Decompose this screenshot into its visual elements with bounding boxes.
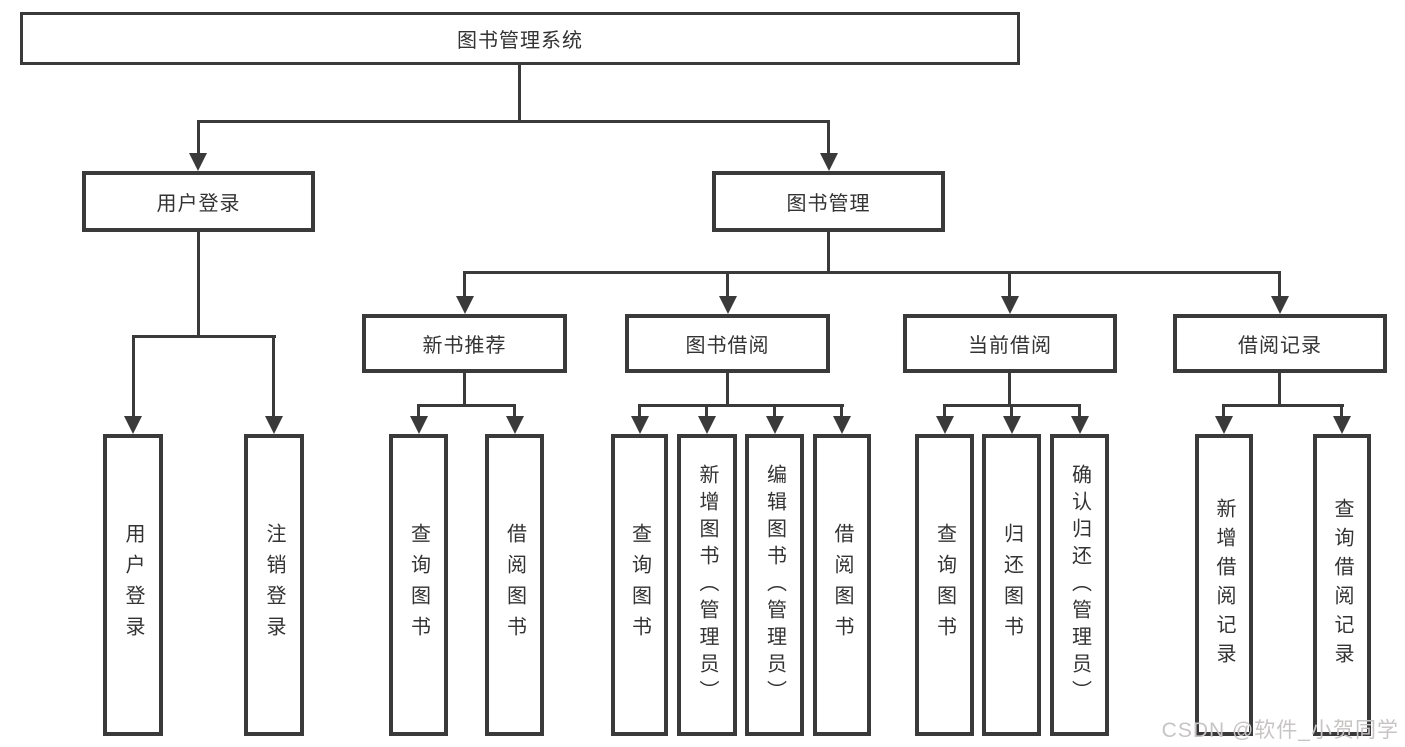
leaf-cur-query-label: 查询图书 [933,523,956,647]
connector-borrow-bus [638,404,844,407]
connector-cur-confirm-drop [1078,404,1081,418]
arrow-to-records [1271,296,1289,314]
arrow-to-new-rec [456,296,474,314]
connector-cur-return-drop [1010,404,1013,418]
arrow-to-current [1001,296,1019,314]
arrow-to-cur-return [1003,416,1021,434]
leaf-rec-query: 查询图书 [389,434,448,736]
leaf-rec-query-label: 查询图书 [407,523,430,647]
arrow-to-rec-borrow [506,416,524,434]
connector-bor-add-drop [705,404,708,418]
arrow-to-bor-edit [766,416,784,434]
arrow-to-cur-query [936,416,954,434]
connector-records-drop [1278,271,1281,298]
arrow-to-bor-borrow [833,416,851,434]
connector-new-rec-drop [463,271,466,298]
connector-bor-query-drop [638,404,641,418]
node-borrow-label: 图书借阅 [685,335,770,357]
leaf-rc-add-label: 新增借阅记录 [1213,498,1235,672]
leaf-bor-add: 新增图书（管理员） [677,434,737,736]
leaf-bor-borrow: 借阅图书 [813,434,871,736]
arrow-to-user-login [189,153,207,171]
connector-book-mgmt-drop [827,120,830,156]
arrow-to-rc-add [1215,416,1233,434]
leaf-bor-edit-label: 编辑图书（管理员） [763,463,786,707]
connector-user-login-stem [197,232,200,335]
connector-borrow-drop [726,271,729,298]
connector-root-bus [197,120,830,123]
arrow-to-book-mgmt [820,153,838,171]
leaf-bor-borrow-label: 借阅图书 [831,523,853,647]
connector-leaf-logout-drop [272,335,275,418]
arrow-to-leaf-login [124,416,142,434]
leaf-cur-confirm-label: 确认归还（管理员） [1068,463,1091,707]
leaf-bor-query: 查询图书 [611,434,668,736]
connector-rec-query-drop [417,404,420,418]
leaf-rc-add: 新增借阅记录 [1195,434,1253,736]
leaf-rec-borrow: 借阅图书 [485,434,544,736]
node-records: 借阅记录 [1173,314,1387,373]
leaf-bor-add-label: 新增图书（管理员） [696,463,718,707]
connector-leaf-login-drop [132,335,135,418]
leaf-cur-return-label: 归还图书 [1000,523,1023,647]
arrow-to-leaf-logout [265,416,283,434]
connector-rec-borrow-drop [513,404,516,418]
connector-current-drop [1008,271,1011,298]
connector-book-mgmt-stem [827,232,830,271]
leaf-cur-confirm: 确认归还（管理员） [1050,434,1109,736]
connector-bor-borrow-drop [840,404,843,418]
connector-current-stem [1008,373,1011,404]
arrow-to-bor-query [631,416,649,434]
arrow-to-rc-query [1333,416,1351,434]
node-new-rec: 新书推荐 [362,314,567,373]
arrow-to-bor-add [698,416,716,434]
connector-user-login-drop [197,120,200,156]
leaf-logout: 注销登录 [244,434,304,736]
connector-bor-edit-drop [773,404,776,418]
connector-borrow-stem [726,373,729,404]
node-root: 图书管理系统 [20,12,1020,65]
leaf-rc-query-label: 查询借阅记录 [1331,498,1353,672]
node-user-login-label: 用户登录 [156,193,241,215]
connector-book-mgmt-bus [463,271,1281,274]
node-user-login: 用户登录 [82,171,315,232]
node-new-rec-label: 新书推荐 [422,335,507,357]
arrow-to-rec-query [410,416,428,434]
node-current-label: 当前借阅 [968,335,1052,357]
connector-cur-query-drop [943,404,946,418]
node-book-mgmt: 图书管理 [712,171,945,232]
node-current: 当前借阅 [903,314,1117,373]
leaf-bor-edit: 编辑图书（管理员） [745,434,804,736]
connector-records-bus [1222,404,1344,407]
connector-new-rec-stem [463,373,466,404]
arrow-to-cur-confirm [1071,416,1089,434]
node-borrow: 图书借阅 [625,314,830,373]
connector-user-login-bus [132,335,276,338]
leaf-logout-label: 注销登录 [263,523,285,647]
connector-new-rec-bus [417,404,516,407]
leaf-rec-borrow-label: 借阅图书 [503,523,526,647]
csdn-watermark: CSDN @软件_小贺同学 [1161,719,1399,742]
node-records-label: 借阅记录 [1238,335,1322,357]
leaf-user-login-label: 用户登录 [122,523,144,647]
connector-rc-query-drop [1340,404,1343,418]
leaf-bor-query-label: 查询图书 [628,523,651,647]
leaf-user-login: 用户登录 [103,434,163,736]
leaf-rc-query: 查询借阅记录 [1313,434,1371,736]
node-root-label: 图书管理系统 [457,30,583,52]
connector-rc-add-drop [1222,404,1225,418]
leaf-cur-query: 查询图书 [915,434,974,736]
connector-root-stem [518,65,521,120]
node-book-mgmt-label: 图书管理 [786,193,871,215]
arrow-to-borrow [719,296,737,314]
leaf-cur-return: 归还图书 [982,434,1041,736]
connector-records-stem [1278,373,1281,404]
